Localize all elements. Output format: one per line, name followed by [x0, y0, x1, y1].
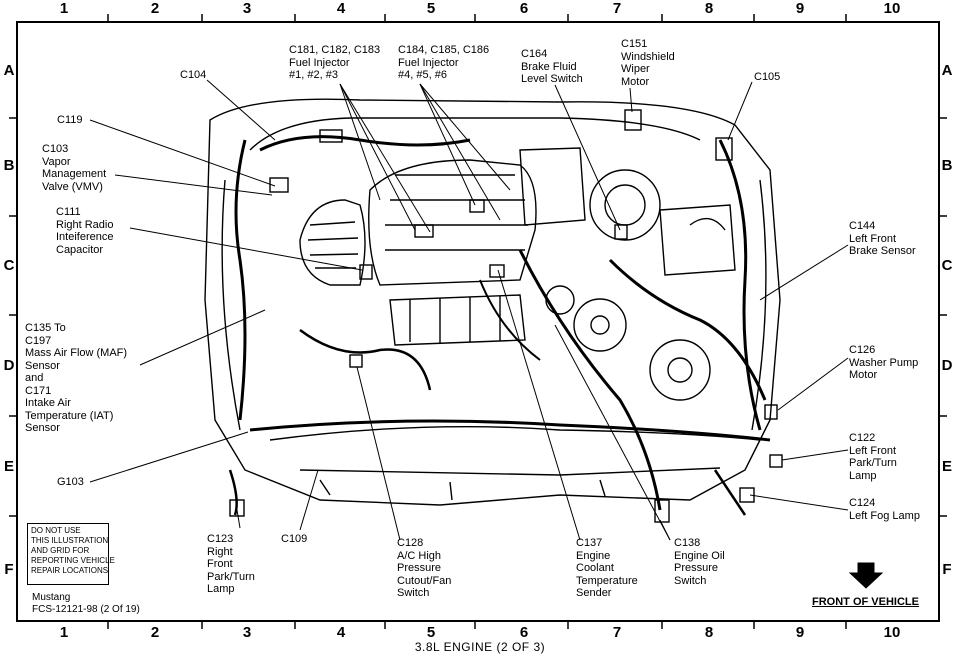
grid-row-d-right: D	[941, 357, 953, 374]
grid-row-e-right: E	[941, 458, 952, 475]
front-of-vehicle-label: FRONT OF VEHICLE	[812, 596, 919, 608]
callout-c111: C111 Right Radio Inteiference Capacitor	[56, 206, 114, 256]
grid-col-5: 5	[426, 0, 436, 17]
grid-col-6: 6	[519, 0, 529, 17]
grid-row-d: D	[3, 357, 15, 374]
grid-row-c: C	[3, 257, 15, 274]
callout-c119: C119	[57, 114, 83, 126]
grid-row-e: E	[3, 458, 14, 475]
figure-reference: Mustang FCS-12121-98 (2 Of 19)	[32, 592, 140, 616]
callout-c109: C109	[281, 533, 308, 545]
callout-c151: C151 Windshield Wiper Motor	[621, 38, 675, 88]
callout-c104: C104	[180, 69, 207, 81]
disclaimer-line: DO NOT USE	[31, 526, 81, 535]
grid-col-3-bottom: 3	[242, 624, 252, 641]
callout-c138: C138 Engine Oil Pressure Switch	[674, 537, 725, 587]
grid-col-4: 4	[336, 0, 346, 17]
callout-c105: C105	[754, 71, 781, 83]
grid-col-5-bottom: 5	[426, 624, 436, 641]
grid-col-2-bottom: 2	[150, 624, 160, 641]
callout-c122: C122 Left Front Park/Turn Lamp	[849, 432, 897, 482]
grid-row-f: F	[4, 561, 14, 578]
callout-c164: C164 Brake Fluid Level Switch	[521, 48, 583, 85]
callout-g103: G103	[57, 476, 84, 488]
callout-c137: C137 Engine Coolant Temperature Sender	[576, 537, 638, 599]
callout-c123: C123 Right Front Park/Turn Lamp	[207, 533, 255, 595]
grid-col-3: 3	[242, 0, 252, 17]
grid-col-6-bottom: 6	[519, 624, 529, 641]
disclaimer-line: THIS ILLUSTRATION	[31, 536, 109, 545]
callout-c184: C184, C185, C186 Fuel Injector #4, #5, #…	[398, 44, 490, 81]
grid-col-1-bottom: 1	[59, 624, 69, 641]
grid-col-8: 8	[704, 0, 714, 17]
grid-row-f-right: F	[942, 561, 952, 578]
disclaimer-line: REPORTING VEHICLE	[31, 556, 115, 565]
grid-row-b: B	[3, 157, 15, 174]
grid-col-2: 2	[150, 0, 160, 17]
grid-col-9: 9	[795, 0, 805, 17]
callout-c144: C144 Left Front Brake Sensor	[849, 220, 916, 257]
down-arrow-icon	[848, 562, 884, 589]
figure-id: FCS-12121-98 (2 Of 19)	[32, 604, 140, 615]
callout-c126: C126 Washer Pump Motor	[849, 344, 919, 381]
disclaimer-box: DO NOT USE THIS ILLUSTRATION AND GRID FO…	[27, 523, 115, 585]
grid-col-8-bottom: 8	[704, 624, 714, 641]
grid-col-9-bottom: 9	[795, 624, 805, 641]
grid-col-7: 7	[612, 0, 622, 17]
callout-c181: C181, C182, C183 Fuel Injector #1, #2, #…	[289, 44, 381, 81]
callout-c128: C128 A/C High Pressure Cutout/Fan Switch	[397, 537, 452, 599]
grid-row-c-right: C	[941, 257, 953, 274]
disclaimer-line: REPAIR LOCATIONS	[31, 566, 109, 575]
grid-col-4-bottom: 4	[336, 624, 346, 641]
diagram-title: 3.8L ENGINE (2 OF 3)	[414, 640, 546, 654]
grid-col-10-bottom: 10	[883, 624, 901, 641]
callout-c103: C103 Vapor Management Valve (VMV)	[42, 143, 107, 193]
grid-col-1: 1	[59, 0, 69, 17]
grid-col-10: 10	[883, 0, 901, 17]
grid-row-b-right: B	[941, 157, 953, 174]
disclaimer-line: AND GRID FOR	[31, 546, 90, 555]
grid-col-7-bottom: 7	[612, 624, 622, 641]
callout-c135: C135 To C197 Mass Air Flow (MAF) Sensor …	[25, 322, 128, 434]
model-name: Mustang	[32, 592, 71, 603]
grid-row-a: A	[3, 62, 15, 79]
callout-c124: C124 Left Fog Lamp	[849, 497, 920, 522]
grid-row-a-right: A	[941, 62, 953, 79]
